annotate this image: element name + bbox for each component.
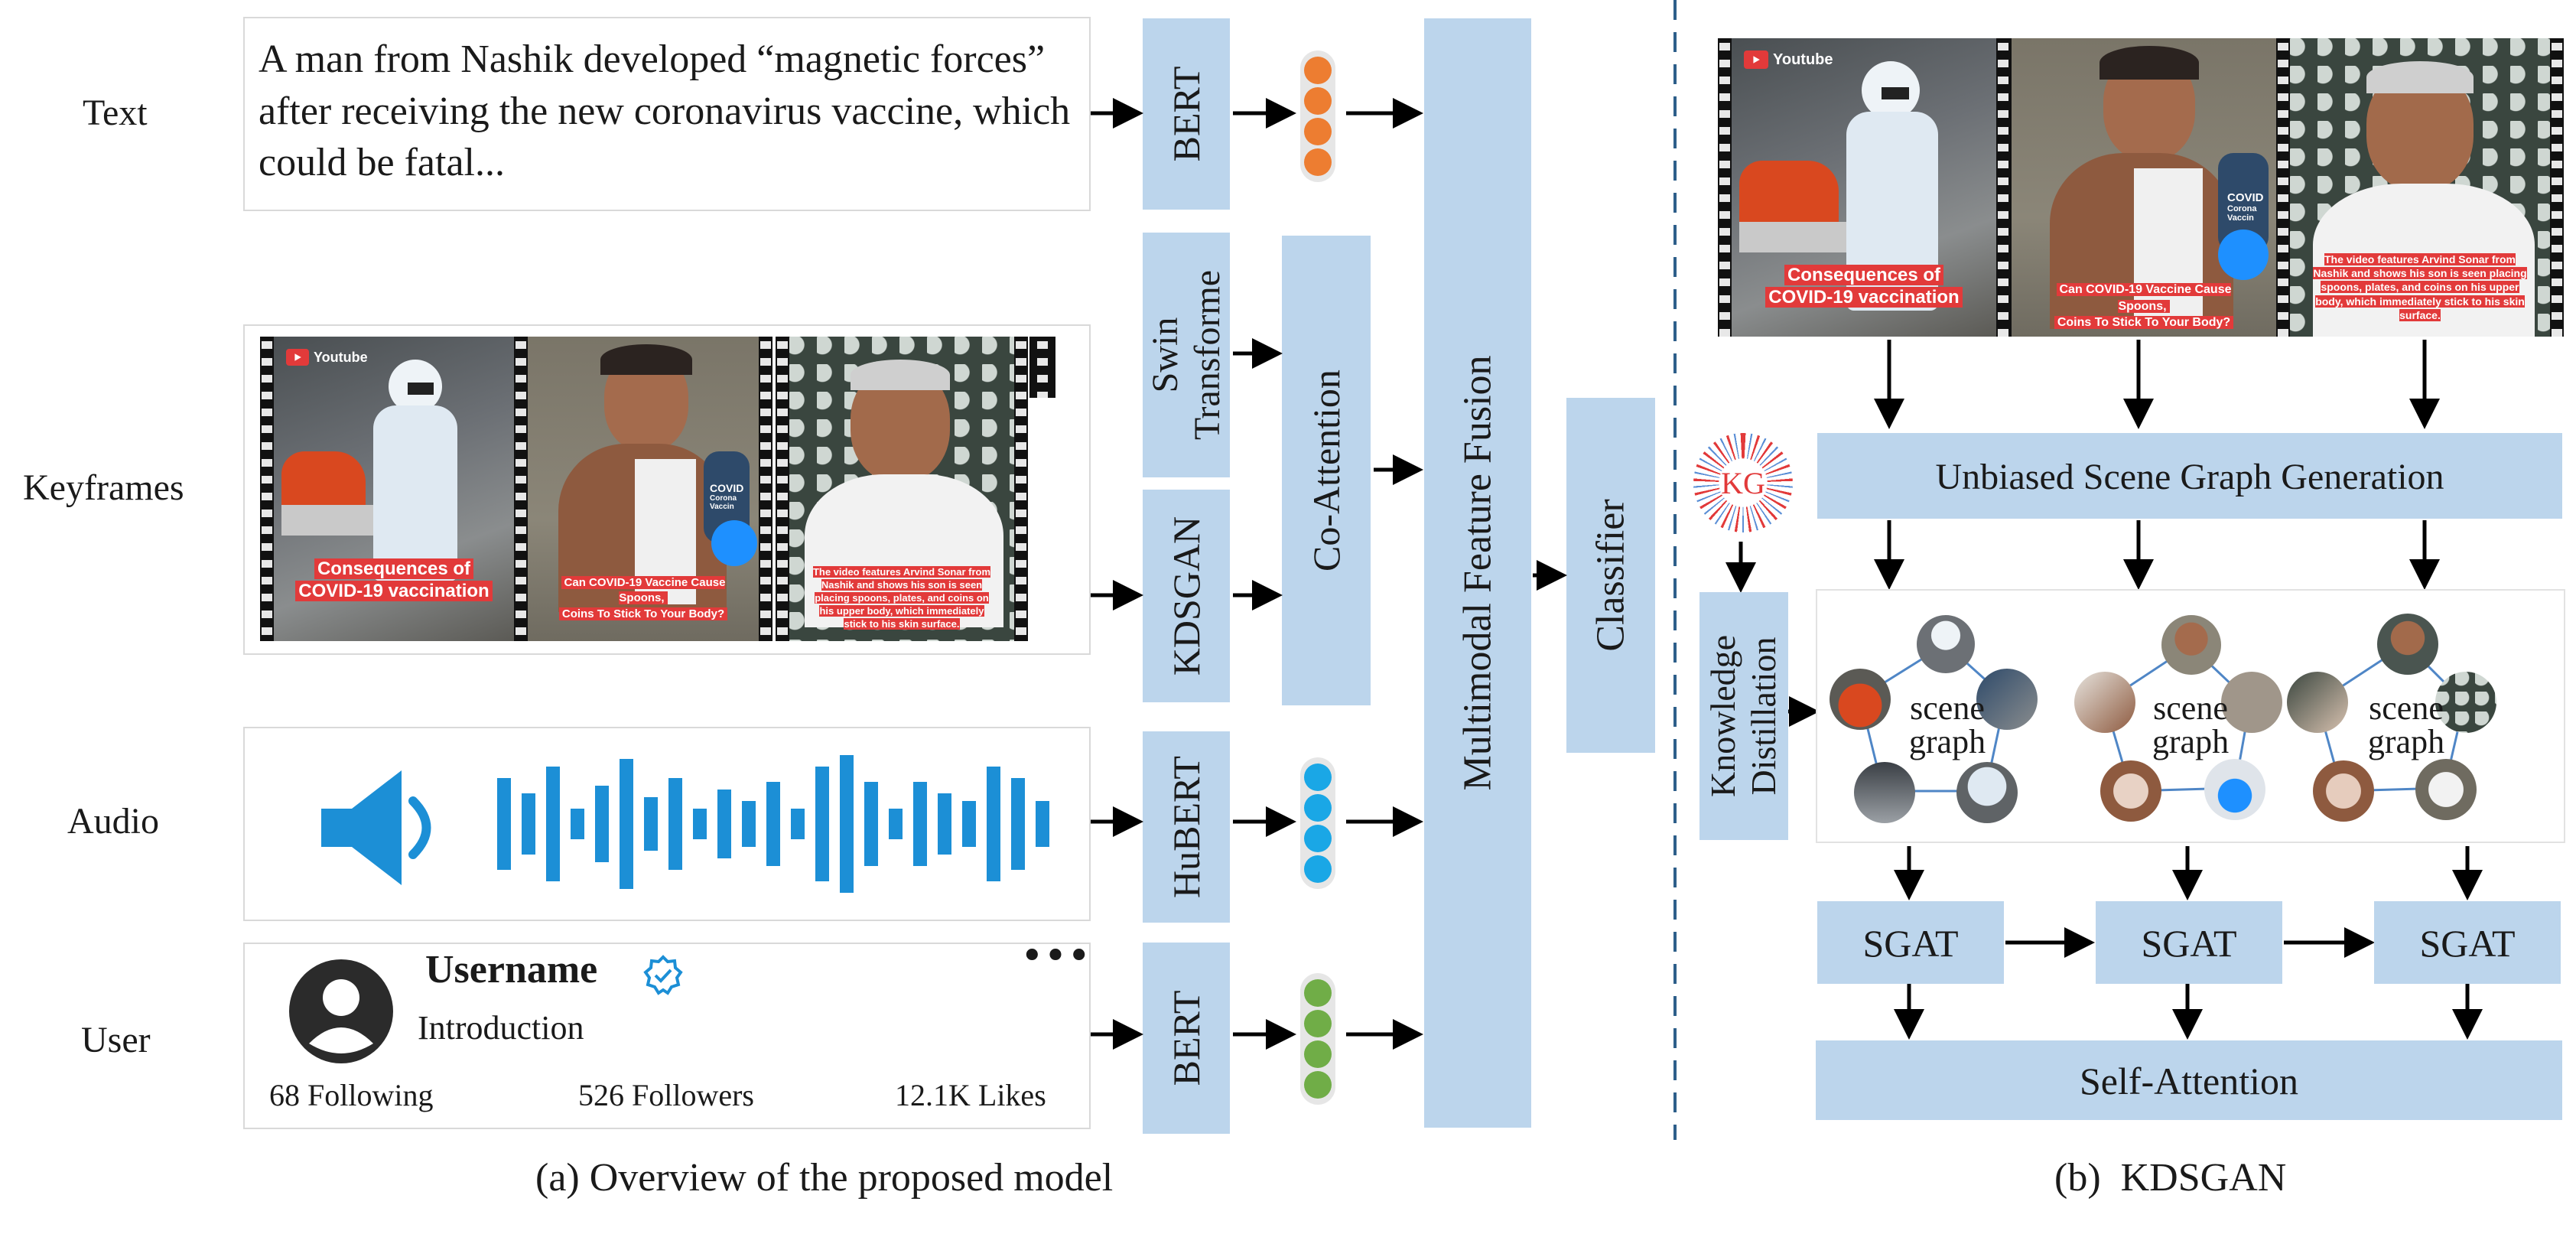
classifier-block: Classifier [1566, 398, 1655, 753]
scene-graph-node [2415, 759, 2477, 820]
multimodal-feature-fusion: Multimodal Feature Fusion [1424, 18, 1531, 1128]
scene-graph-node [1854, 762, 1915, 823]
knowledge-distillation-block: Knowledge Distillation [1699, 592, 1788, 840]
caption-b: (b) KDSGAN [2054, 1156, 2287, 1200]
kdsgan-encoder: KDSGAN [1143, 490, 1230, 702]
scene-graph-node [2100, 760, 2161, 822]
bert-text-encoder: BERT [1143, 18, 1230, 210]
wave-bar [791, 809, 805, 839]
wave-bar [766, 782, 780, 866]
feature-dot [1304, 764, 1332, 791]
avatar-icon [289, 959, 393, 1063]
scene-graph-node [2074, 672, 2135, 733]
audio-panel [243, 727, 1091, 921]
wave-bar [497, 778, 511, 870]
wave-bar [913, 782, 927, 866]
scene-graph-node [2377, 614, 2438, 675]
wave-bar [987, 767, 1000, 881]
feature-dot [1304, 1040, 1332, 1068]
audio-feature-vector [1300, 757, 1335, 889]
scene-graph-node [1830, 669, 1891, 730]
feature-dot [1304, 794, 1332, 822]
wave-bar [742, 801, 756, 847]
row-label-text: Text [83, 93, 148, 133]
wave-bar [595, 786, 609, 862]
wave-bar [962, 801, 976, 847]
scene-graph-node [2204, 759, 2265, 820]
wave-bar [644, 797, 658, 851]
wave-bar [889, 809, 903, 839]
more-icon[interactable]: ••• [1020, 933, 1091, 979]
kg-graph-icon: KG [1693, 433, 1793, 532]
feature-dot [1304, 148, 1332, 176]
bert-user-encoder: BERT [1143, 943, 1230, 1134]
swin-transformer-encoder: Swin Transforme [1143, 233, 1230, 477]
scene-graph-node [2313, 760, 2374, 822]
scene-graph-node [1976, 669, 2038, 730]
row-label-user: User [81, 1020, 151, 1060]
user-panel: Username ••• Introduction 68 Following 5… [243, 933, 1091, 1129]
kdsgan-keyframes: Youtube Consequences of COVID-19 vaccina… [1718, 38, 2564, 337]
feature-dot [1304, 855, 1332, 883]
following-count[interactable]: 68 Following [269, 1078, 434, 1112]
keyframe-2: The video features Arvind Sonar from Nas… [776, 337, 1028, 641]
self-attention-block: Self-Attention [1816, 1040, 2562, 1120]
unbiased-scene-graph-generation: Unbiased Scene Graph Generation [1817, 433, 2562, 519]
wave-bar [840, 755, 854, 893]
sgat-block-2: SGAT [2096, 901, 2282, 984]
sgat-block-3: SGAT [2374, 901, 2561, 984]
feature-dot [1304, 118, 1332, 145]
feature-dot [1304, 1010, 1332, 1037]
hubert-encoder: HuBERT [1143, 731, 1230, 923]
text-feature-vector [1300, 50, 1335, 182]
feature-dot [1304, 825, 1332, 852]
text-input-panel: A man from Nashik developed “magnetic fo… [243, 17, 1091, 211]
wave-bar [546, 767, 560, 881]
scene-graph-node [2287, 672, 2348, 733]
wave-bar [522, 793, 535, 855]
scene-graph-node [2435, 672, 2496, 733]
wave-bar [717, 790, 731, 858]
feature-dot [1304, 1071, 1332, 1099]
wave-bar [815, 767, 829, 881]
likes-count[interactable]: 12.1K Likes [895, 1078, 1046, 1112]
caption-a: (a) Overview of the proposed model [535, 1156, 1114, 1200]
wave-bar [1036, 801, 1049, 847]
wave-bar [620, 759, 633, 889]
row-label-audio: Audio [67, 801, 159, 842]
user-intro: Introduction [418, 1009, 584, 1047]
feature-dot [1304, 979, 1332, 1007]
sgat-block-1: SGAT [1817, 901, 2004, 984]
wave-bar [668, 778, 682, 870]
text-input-content: A man from Nashik developed “magnetic fo… [259, 37, 1071, 185]
wave-bar [938, 793, 951, 855]
wave-bar [693, 809, 707, 839]
user-feature-vector [1300, 973, 1335, 1105]
keyframe-1: Youtube Consequences of COVID-19 vaccina… [260, 337, 772, 641]
row-label-keyframes: Keyframes [23, 467, 184, 508]
co-attention-block: Co-Attention [1282, 236, 1371, 705]
scene-graph-node [2221, 672, 2282, 733]
username[interactable]: Username [425, 948, 598, 991]
youtube-icon: Youtube [286, 349, 368, 366]
feature-dot [1304, 87, 1332, 115]
speaker-icon [321, 770, 431, 885]
scene-graph-node [1956, 762, 2018, 823]
feature-dot [1304, 57, 1332, 84]
wave-bar [1011, 778, 1025, 870]
scene-graph-node [1917, 615, 1975, 673]
sound-wave-icon [497, 755, 1049, 893]
scene-graph-node [2161, 615, 2221, 675]
verified-badge-icon [643, 955, 683, 995]
followers-count[interactable]: 526 Followers [578, 1078, 754, 1112]
keyframes-panel: Youtube Consequences of COVID-19 vaccina… [243, 324, 1091, 655]
wave-bar [864, 782, 878, 866]
wave-bar [571, 809, 584, 839]
